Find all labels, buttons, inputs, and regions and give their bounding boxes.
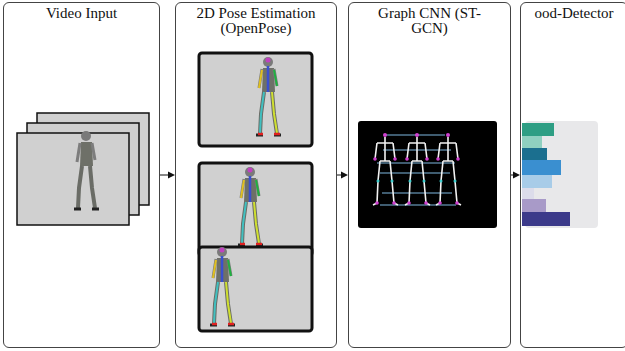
arrow-head <box>341 172 348 179</box>
person-figure <box>238 167 263 245</box>
bar <box>522 212 570 226</box>
graph-skeleton <box>405 133 430 205</box>
person-figure <box>256 57 281 135</box>
arrow-head <box>168 172 175 179</box>
stage-panel: 2D Pose Estimation (OpenPose) <box>175 2 337 348</box>
panel-title: 2D Pose Estimation (OpenPose) <box>186 6 326 36</box>
graph-skeleton <box>373 133 398 205</box>
pose-skeleton <box>258 58 280 135</box>
flow-arrow <box>337 172 348 179</box>
panel-title: ood-Detector <box>524 6 624 21</box>
pose-skeleton <box>240 168 262 245</box>
bar <box>522 175 552 188</box>
bar <box>522 188 534 199</box>
bar <box>522 123 554 136</box>
bar <box>522 160 561 175</box>
pose-skeleton <box>212 248 234 325</box>
flow-arrow <box>160 172 175 179</box>
bar <box>522 199 546 212</box>
graph-skeleton <box>436 133 461 205</box>
pose-frame <box>199 163 312 256</box>
flow-arrow <box>511 172 520 179</box>
pose-frame <box>199 53 312 146</box>
bar <box>522 148 547 160</box>
panel-title: Graph CNN (ST-GCN) <box>375 6 485 36</box>
person-figure <box>210 247 235 325</box>
panel-title: Video Input <box>12 6 152 21</box>
stage-panel: Video Input <box>3 2 160 348</box>
bar <box>522 136 542 148</box>
pose-frame <box>199 247 312 331</box>
arrow-head <box>513 172 520 179</box>
graph-canvas <box>358 121 497 228</box>
stage-panel: ood-Detector <box>520 2 625 348</box>
person-figure <box>74 131 99 209</box>
video-frame <box>17 133 129 225</box>
stage-panel: Graph CNN (ST-GCN) <box>348 2 511 348</box>
